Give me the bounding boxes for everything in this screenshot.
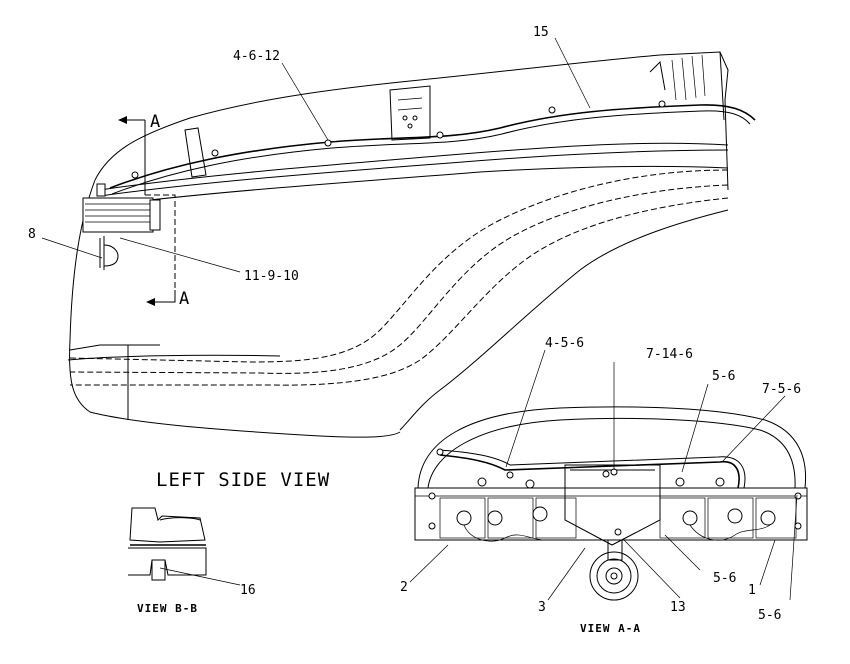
section-marker-a: A A: [118, 112, 189, 309]
callout-7-14-6: 7-14-6: [646, 347, 693, 362]
callout-1: 1: [748, 583, 756, 598]
callout-2: 2: [400, 580, 408, 595]
leaders-view-aa: [409, 349, 798, 601]
callout-7-5-6: 7-5-6: [762, 382, 801, 397]
view-aa-title: VIEW A-A: [580, 622, 641, 635]
callout-5-6-mid: 5-6: [713, 571, 736, 586]
leaders-left-view: [41, 37, 591, 273]
callout-3: 3: [538, 600, 546, 615]
view-bb-title: VIEW B-B: [137, 602, 198, 615]
callout-8: 8: [28, 227, 36, 242]
fender-body: [67, 51, 756, 438]
section-a-bottom-label: A: [179, 289, 189, 309]
callout-15: 15: [533, 25, 549, 40]
callout-5-6-bottom: 5-6: [758, 608, 781, 623]
view-bb-detail: [128, 507, 241, 586]
callout-16: 16: [240, 583, 256, 598]
view-aa-detail: [414, 406, 808, 601]
callout-11-9-10: 11-9-10: [244, 269, 299, 284]
lamp-assembly: [82, 183, 161, 270]
callout-4-5-6: 4-5-6: [545, 336, 584, 351]
callout-4-6-12: 4-6-12: [233, 49, 280, 64]
left-side-view-title: LEFT SIDE VIEW: [156, 469, 330, 491]
lamp-modules: [428, 477, 802, 539]
callout-13: 13: [670, 600, 686, 615]
section-a-top-label: A: [150, 112, 160, 132]
callout-5-6-top: 5-6: [712, 369, 735, 384]
